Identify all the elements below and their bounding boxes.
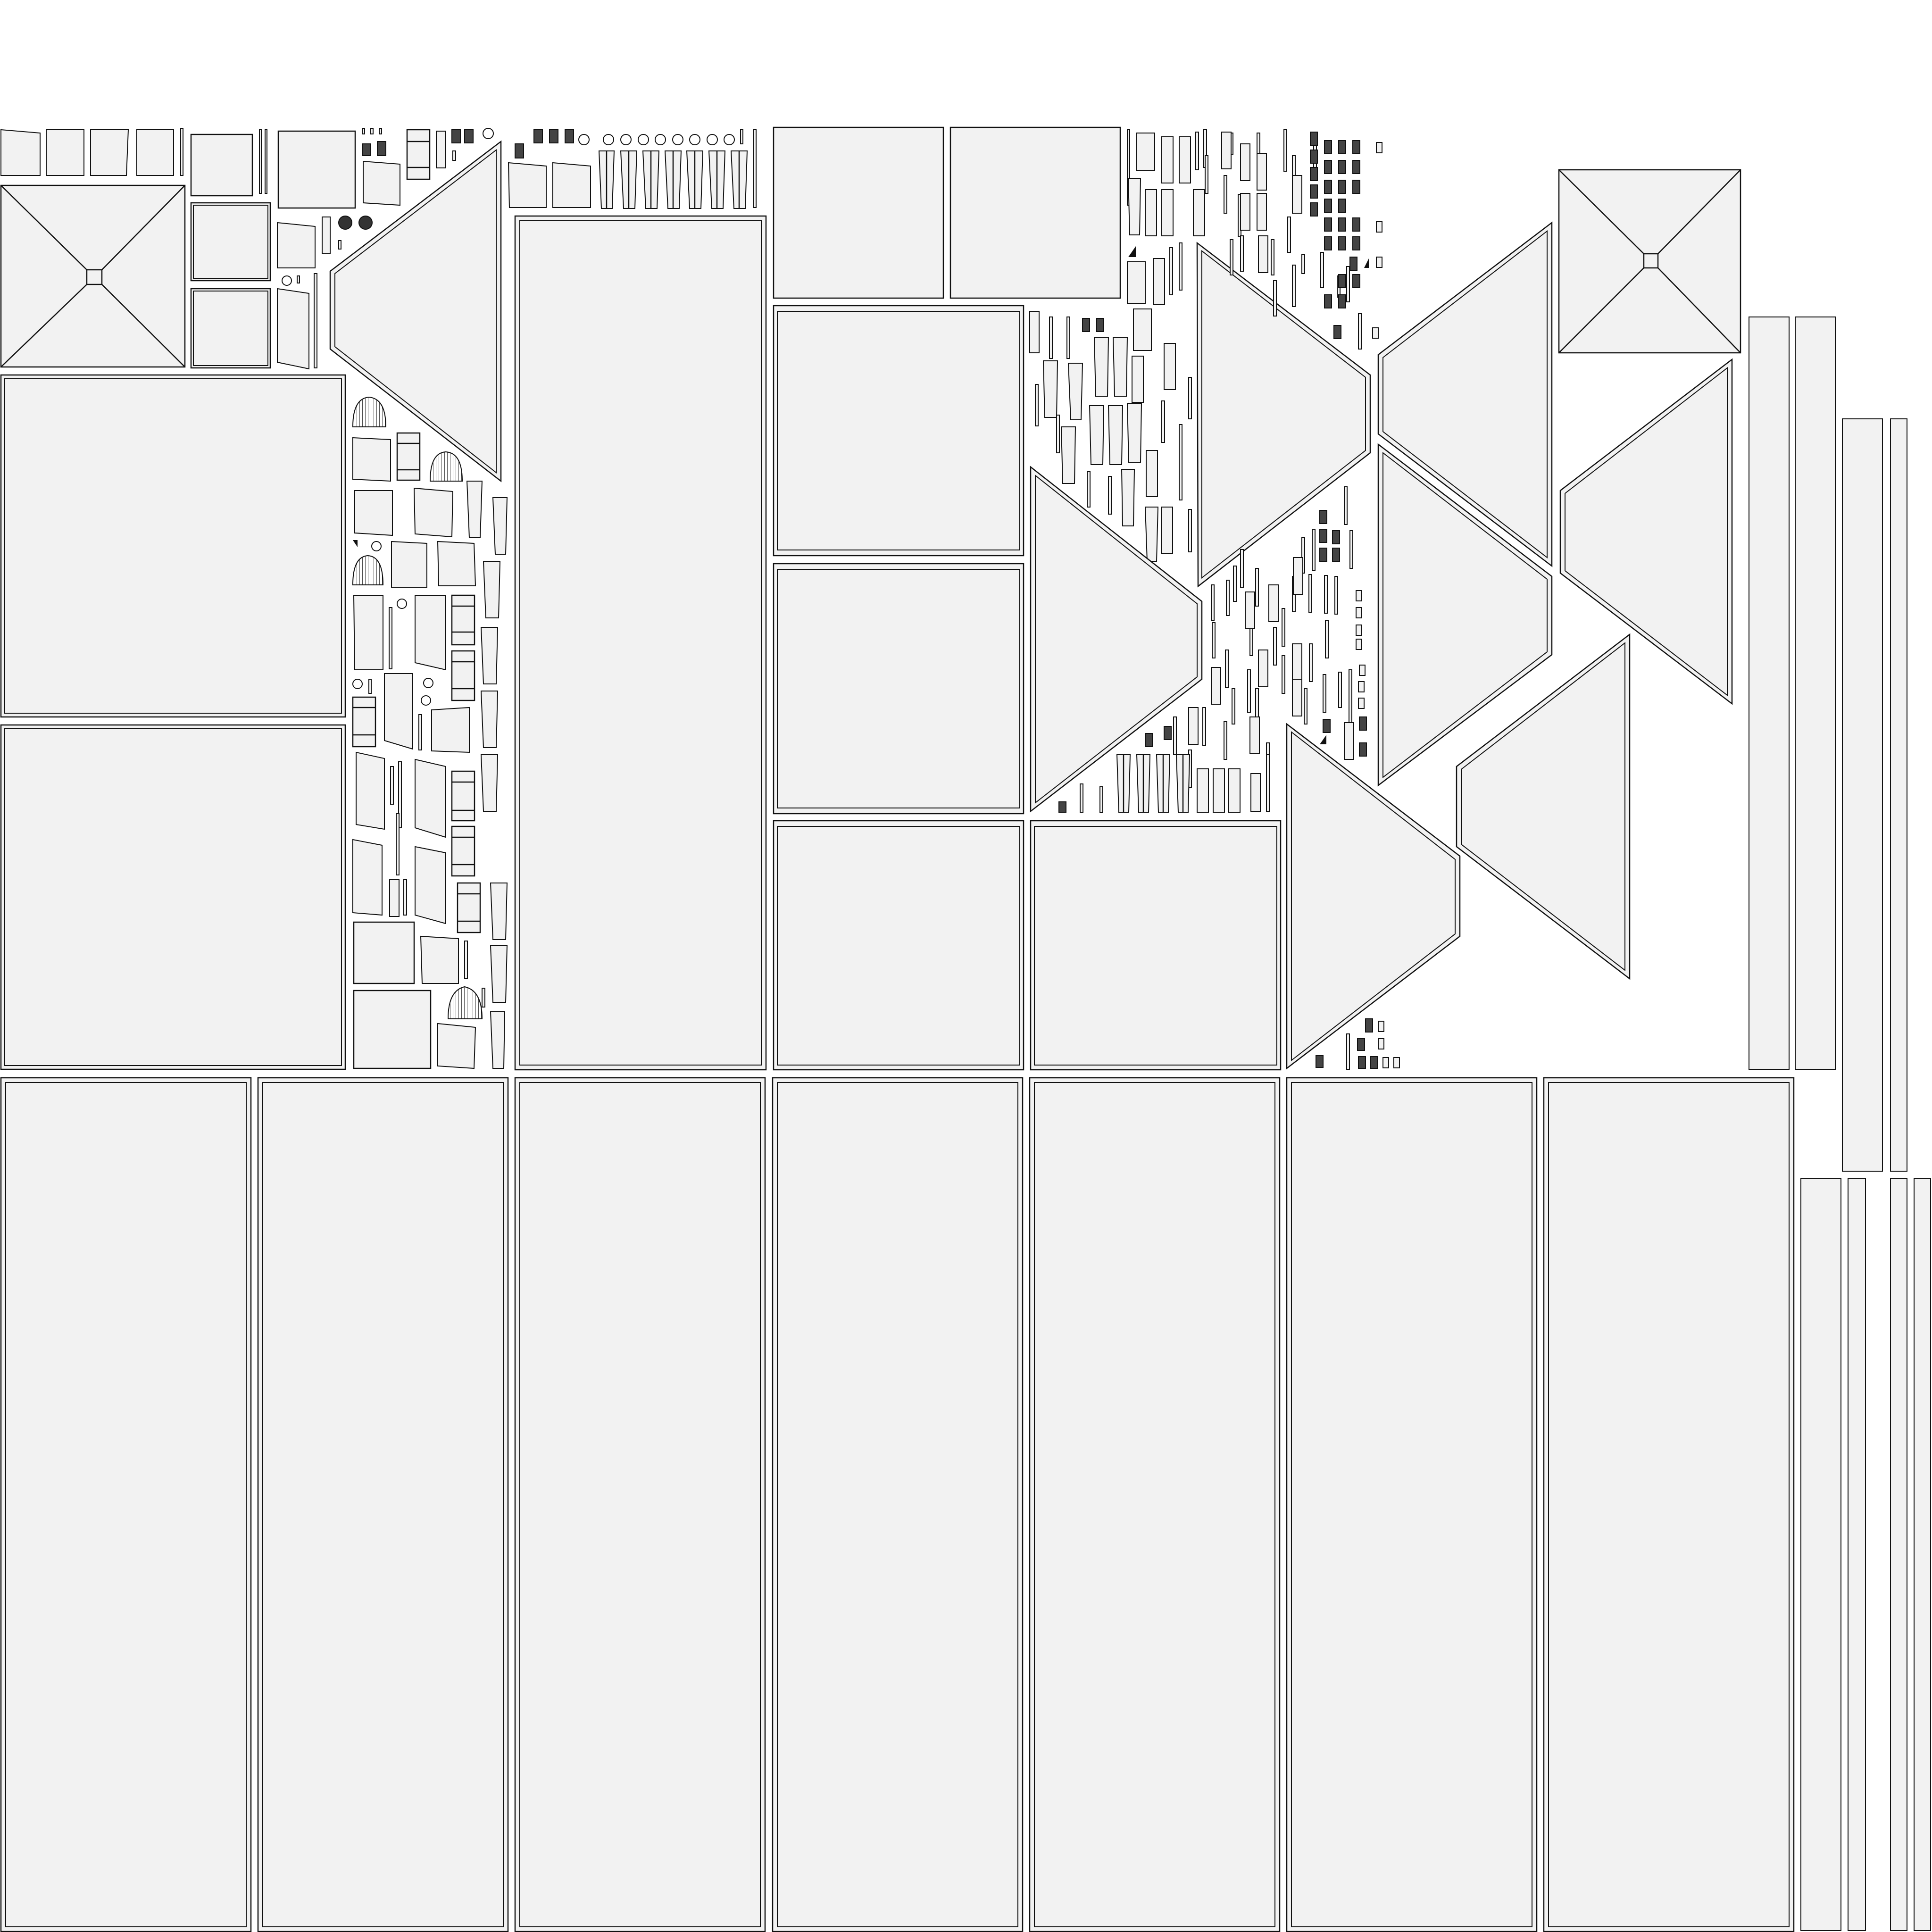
pyramid-square-right — [1558, 169, 1741, 354]
trapezoid-far-right-a — [1559, 358, 1733, 705]
trapezoid-left-main — [329, 140, 502, 483]
center-right-panels — [773, 126, 1282, 1071]
center-tall-panel — [514, 215, 767, 1071]
trapezoid-center-a — [1030, 466, 1203, 813]
lower-middle-small-parts — [1058, 486, 1367, 813]
top-bar-row — [598, 150, 748, 209]
trapezoid-right-a — [1377, 221, 1553, 567]
stacked-squares-left — [190, 129, 373, 370]
top-small-parts-b — [508, 129, 757, 208]
bottom-row-panels — [0, 1077, 1795, 1932]
top-small-parts-a — [362, 128, 494, 206]
left-large-panels — [0, 374, 346, 1070]
small-parts-right-bottom — [1316, 1018, 1400, 1070]
trapezoid-far-right-b — [1456, 633, 1631, 980]
top-left-small-panels — [0, 128, 183, 176]
center-right-small-parts — [1029, 129, 1207, 562]
pyramid-square-left — [0, 184, 186, 368]
middle-small-parts — [1205, 129, 1382, 350]
trapezoid-right-b — [1377, 443, 1553, 787]
trapezoid-center-b — [1196, 242, 1371, 588]
left-middle-small-parts — [352, 396, 508, 1069]
trapezoid-lower-center — [1286, 723, 1461, 1070]
far-right-strips — [1749, 316, 1931, 1931]
